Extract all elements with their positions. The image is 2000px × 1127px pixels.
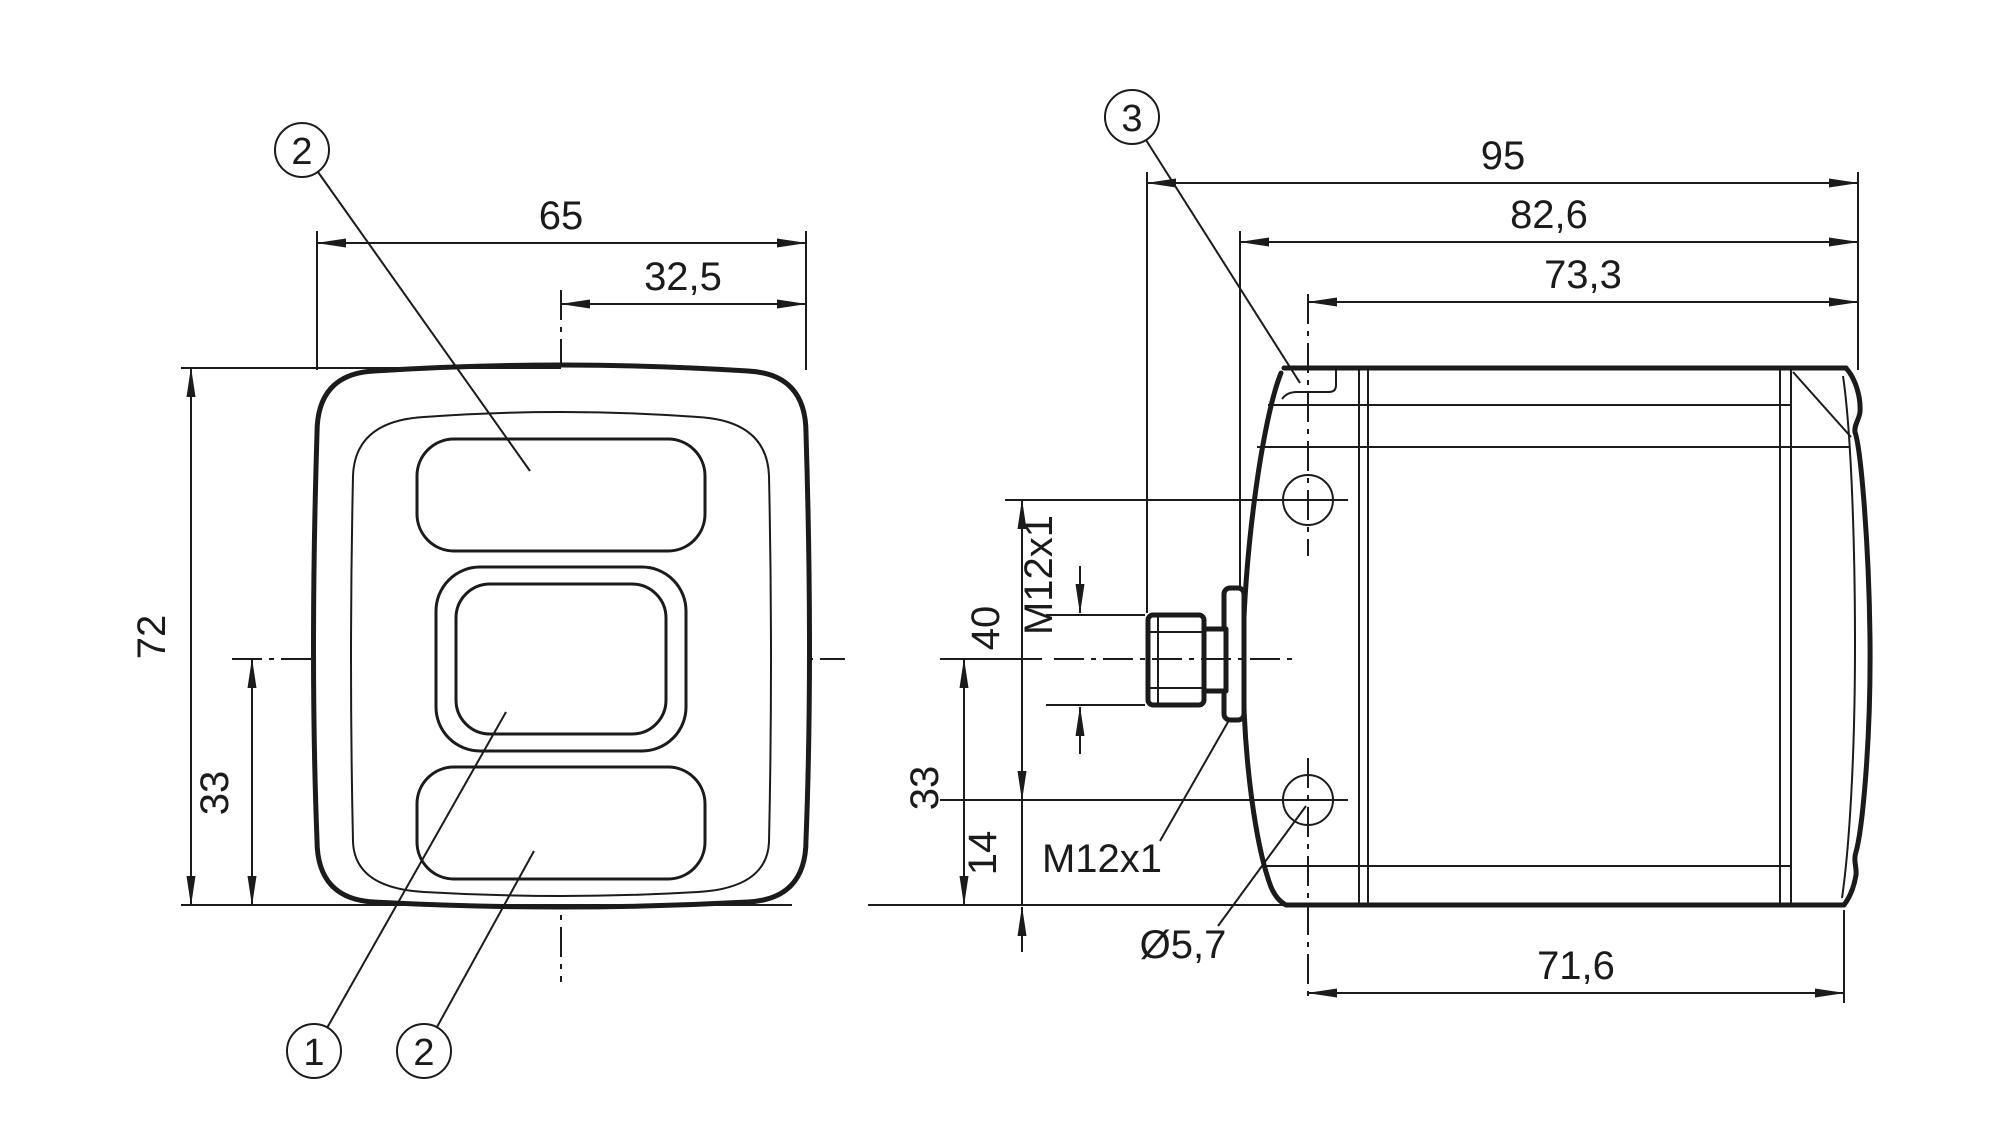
dim-value: 73,3 [1544, 253, 1622, 297]
m12-connector [940, 585, 1292, 723]
side-corner-chamfer [1792, 371, 1852, 438]
side-top-front-notch [1281, 369, 1337, 400]
dim-hole-to-bottom-14: 14 [961, 800, 1027, 952]
label-text: Ø5,7 [1140, 923, 1227, 967]
housing-band-lines [1257, 404, 1849, 867]
callout-number: 2 [413, 1032, 434, 1074]
front-face-contour [350, 411, 772, 897]
dim-depth-flange-82-6: 82,6 [1239, 193, 1859, 586]
dim-depth-axis-73-3: 73,3 [1307, 253, 1859, 307]
callout-number: 3 [1121, 98, 1142, 140]
callout-circle [396, 1023, 452, 1079]
dim-hole-spacing-40: 40 [964, 499, 1027, 801]
lens-window-inner [454, 582, 668, 736]
dim-bottom-depth-71-6: 71,6 [1307, 910, 1845, 1003]
leader-line [1217, 805, 1307, 927]
dim-thread-m12x1: M12x1 [1017, 515, 1145, 754]
front-body-outline [311, 362, 812, 910]
label-text: M12x1 [1042, 837, 1162, 881]
leader-line [326, 711, 507, 1029]
dim-depth-total-95: 95 [1146, 134, 1859, 613]
lens-window-outer [434, 565, 688, 753]
back-panel-edge-lines [1779, 368, 1792, 905]
leader-line [1159, 721, 1229, 842]
front-view: 65 32,5 72 33 2 1 [130, 122, 845, 1079]
dim-value: 40 [964, 606, 1008, 651]
callout-circle [286, 1023, 342, 1079]
callout-lens: 1 [286, 711, 507, 1079]
front-bezel-edge-lines [1358, 368, 1369, 905]
callout-top-window: 2 [274, 122, 531, 472]
leader-line [1145, 139, 1301, 384]
dim-value: M12x1 [1017, 515, 1061, 635]
dim-axis-to-bottom-33: 33 [903, 658, 969, 906]
side-view: 95 82,6 73,3 71,6 40 33 [868, 89, 1873, 1003]
leader-line [436, 850, 535, 1028]
leader-line [317, 171, 531, 472]
dim-value: 82,6 [1510, 193, 1588, 237]
dim-value: 33 [903, 766, 947, 811]
illumination-window-bottom [415, 765, 707, 881]
dim-value: 32,5 [644, 255, 722, 299]
callout-bottom-window: 2 [396, 850, 535, 1079]
illumination-window-top [415, 437, 707, 553]
dim-value: 33 [193, 771, 237, 816]
side-back-edge-curve [1841, 365, 1873, 908]
dim-height-72: 72 [130, 367, 792, 906]
callout-number: 1 [303, 1032, 324, 1074]
label-hole-diameter: Ø5,7 [1140, 805, 1307, 967]
dim-value: 72 [130, 615, 174, 660]
dim-value: 14 [961, 831, 1005, 876]
dim-center-to-bottom-33: 33 [193, 658, 257, 906]
callout-corner-feature: 3 [1104, 89, 1301, 384]
dim-value: 65 [539, 194, 584, 238]
callout-circle [1104, 89, 1160, 145]
dim-value: 95 [1481, 134, 1526, 178]
dim-value: 71,6 [1537, 944, 1615, 988]
dim-half-width-32-5: 32,5 [560, 255, 807, 309]
callout-number: 2 [291, 131, 312, 173]
side-front-face-curve [1240, 370, 1289, 908]
label-m12-connector: M12x1 [1042, 721, 1229, 881]
side-back-inner-line [1841, 375, 1857, 899]
callout-circle [274, 122, 330, 178]
